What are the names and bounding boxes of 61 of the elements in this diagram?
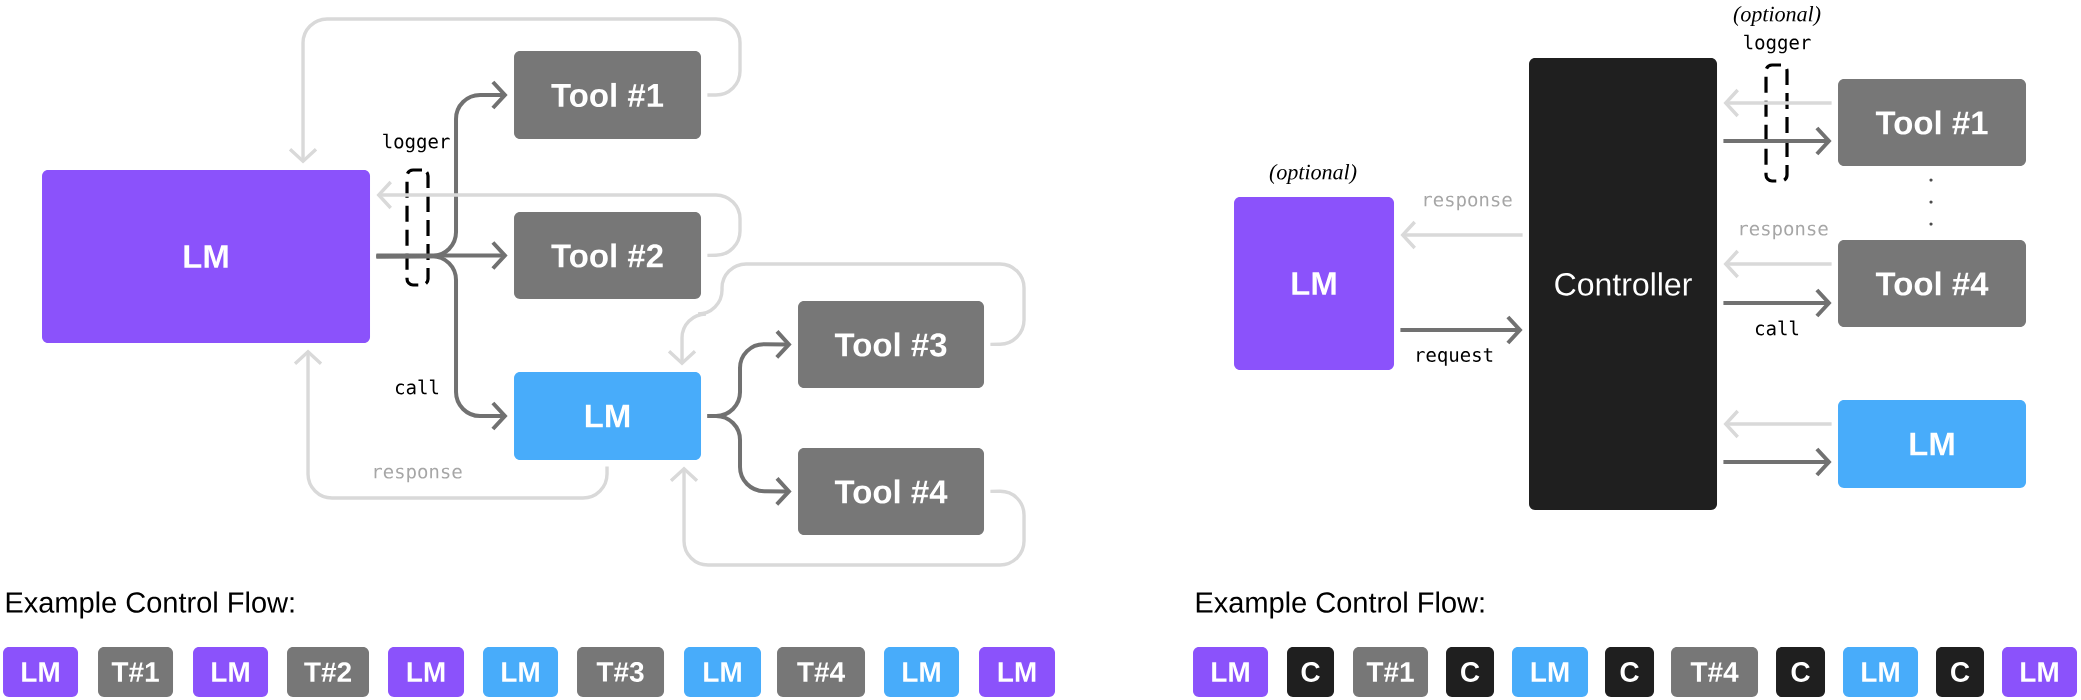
arrow [1723, 126, 1832, 156]
flow-step-chip: T#4 [1671, 647, 1758, 697]
arrow [1400, 220, 1523, 250]
flow-step-chip: LM [1843, 647, 1918, 697]
edge-label: call [1751, 317, 1803, 339]
flow-step-chip: LM [2002, 647, 2077, 697]
flow-step-chip: LM [3, 647, 78, 697]
process-box: LM [514, 372, 701, 460]
arrow [1723, 447, 1832, 477]
flow-step-chip: C [1605, 647, 1654, 697]
process-box: Tool #1 [514, 51, 701, 139]
arrow [288, 17, 742, 164]
arrow [376, 241, 508, 270]
process-box: Tool #4 [798, 448, 984, 535]
edge-label: call [391, 376, 443, 398]
arrow [1723, 288, 1832, 318]
process-box: Tool #1 [1838, 79, 2026, 166]
section-heading: Example Control Flow: [6, 591, 294, 619]
flow-step-chip: LM [884, 647, 959, 697]
flow-step-chip: C [1446, 647, 1494, 697]
flow-step-chip: C [1936, 647, 1984, 697]
controller-box: Controller [1529, 58, 1717, 510]
arrow [1723, 249, 1832, 279]
optional-note: (optional) [1733, 6, 1821, 26]
flow-step-chip: LM [483, 647, 558, 697]
edge-label: response [368, 464, 466, 486]
flow-step-chip: LM [388, 647, 464, 697]
flow-step-chip: LM [684, 647, 761, 697]
arrow [669, 466, 1026, 567]
logger-label: logger [383, 133, 450, 153]
flow-step-chip: LM [1512, 647, 1588, 697]
arrow [293, 349, 609, 500]
flow-step-chip: T#1 [98, 647, 173, 697]
logger-label: logger [1744, 34, 1811, 54]
flow-step-chip: LM [193, 647, 268, 697]
flow-step-chip: T#3 [577, 647, 664, 697]
arrow [667, 262, 1026, 366]
flow-step-chip: C [1287, 647, 1334, 697]
process-box: Tool #4 [1838, 240, 2026, 327]
arrow [707, 414, 792, 506]
process-box: Tool #2 [514, 212, 701, 299]
arrow [376, 180, 742, 258]
process-box: LM [42, 170, 370, 343]
arrow [1723, 409, 1832, 439]
section-heading: Example Control Flow: [1196, 591, 1484, 619]
flow-step-chip: LM [979, 647, 1055, 697]
flow-step-chip: LM [1193, 647, 1268, 697]
arrow [1723, 88, 1832, 118]
edge-label: response [1734, 221, 1832, 243]
flow-step-chip: T#1 [1353, 647, 1428, 697]
arrow [376, 254, 508, 431]
flow-step-chip: C [1776, 647, 1825, 697]
edge-label: request [1411, 345, 1498, 369]
process-box: Tool #3 [798, 301, 984, 388]
process-box: LM [1234, 197, 1394, 370]
optional-note: (optional) [1269, 164, 1357, 184]
process-box: LM [1838, 400, 2026, 488]
flow-step-chip: T#4 [777, 647, 865, 697]
edge-label: response [1418, 192, 1516, 214]
arrow [1400, 315, 1523, 345]
flow-step-chip: T#2 [287, 647, 369, 697]
